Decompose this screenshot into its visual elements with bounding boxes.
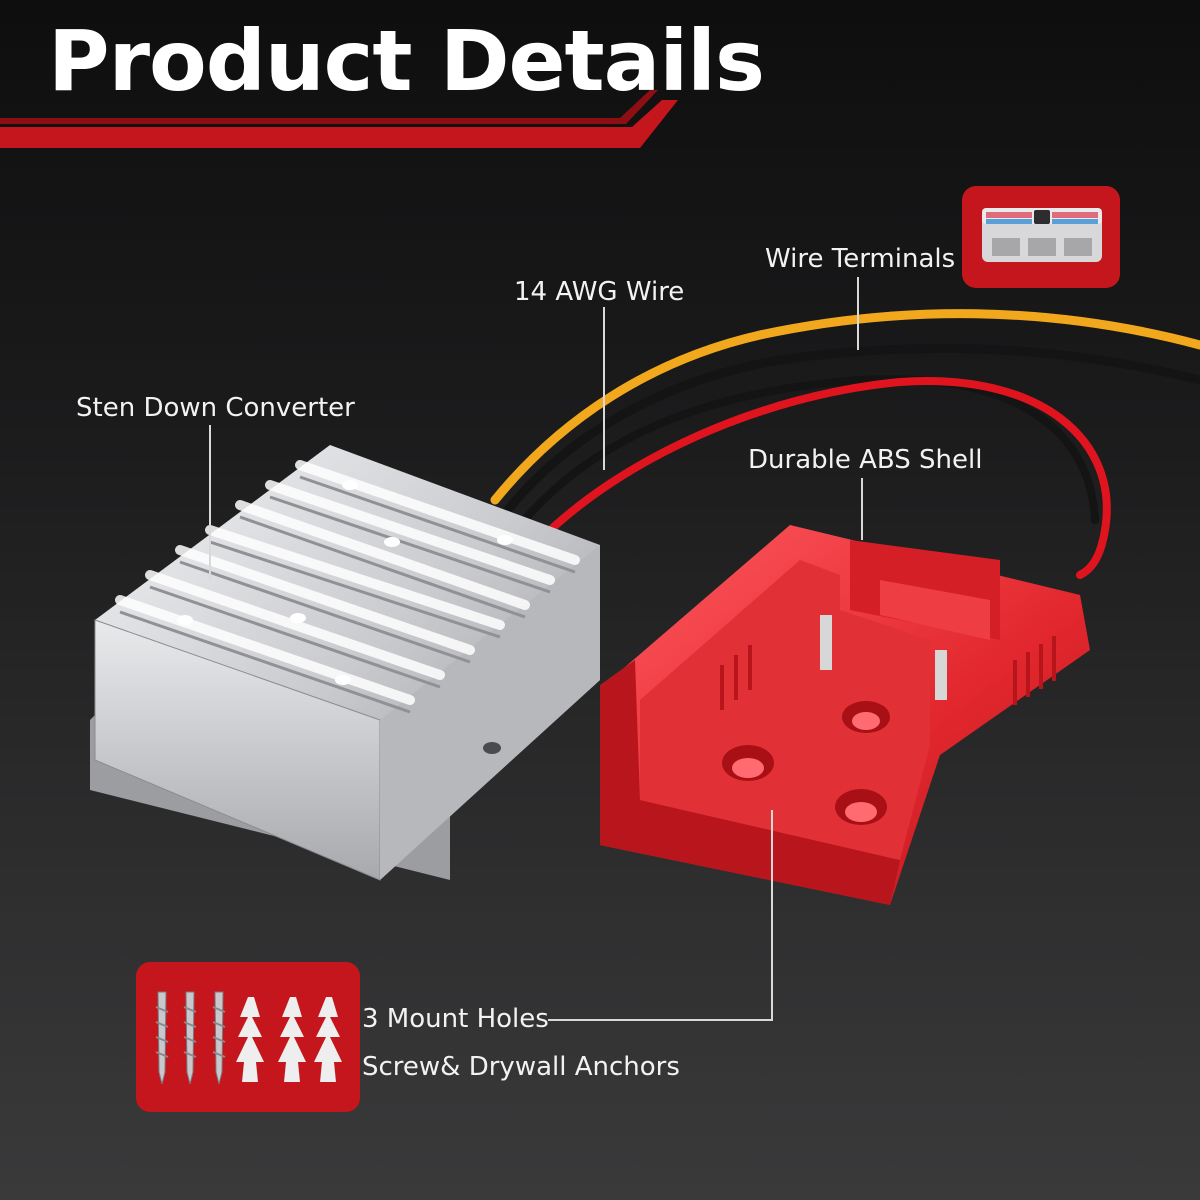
label-step-down-converter: Sten Down Converter: [76, 393, 355, 423]
hardware-inset: [136, 962, 360, 1112]
label-screw-anchors: Screw& Drywall Anchors: [362, 1052, 680, 1082]
page-title: Product Details: [48, 12, 765, 110]
label-wire-terminals: Wire Terminals: [765, 244, 956, 274]
wire-terminal-connector-icon: [982, 208, 1102, 262]
step-down-converter-icon: [90, 445, 600, 881]
screws-and-anchors-icon: [155, 991, 342, 1085]
battery-adapter-shell-icon: [600, 525, 1090, 905]
leader-lines: [209, 277, 863, 1021]
label-abs-shell: Durable ABS Shell: [748, 445, 983, 475]
label-wire-gauge: 14 AWG Wire: [514, 277, 685, 307]
red-underline-icon: [0, 90, 678, 148]
label-mount-holes: 3 Mount Holes: [362, 1004, 549, 1034]
wire-terminal-inset: [962, 186, 1120, 288]
